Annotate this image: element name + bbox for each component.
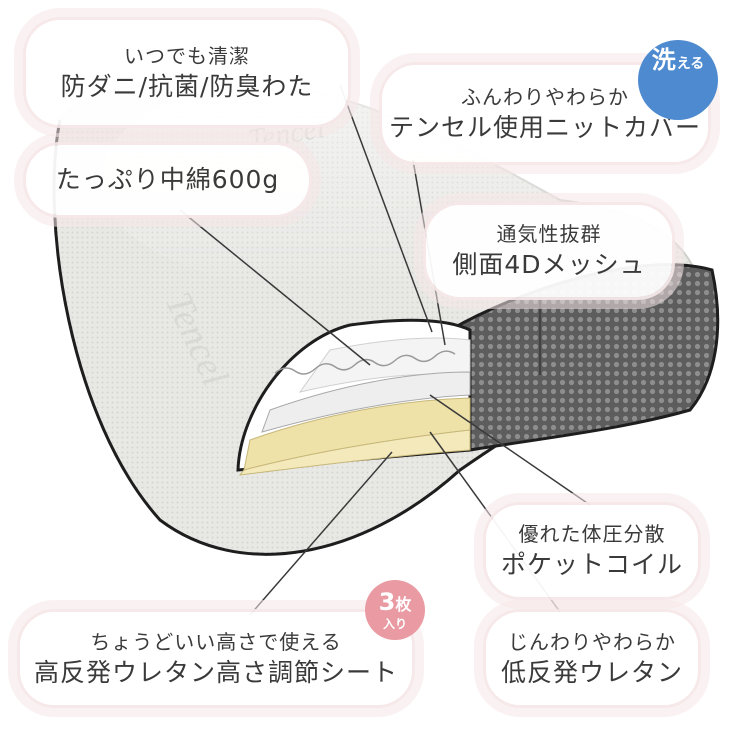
sheet-count-unit: 枚 — [395, 594, 412, 614]
callout-line: たっぷり中綿600g — [55, 165, 280, 194]
callout-filling: たっぷり中綿600g — [26, 145, 309, 215]
washable-badge: 洗 える — [638, 40, 718, 120]
callout-line: テンセル使用ニットカバー — [388, 112, 701, 142]
cross-section — [236, 318, 472, 476]
callout-side-mesh: 通気性抜群 側面4Dメッシュ — [426, 205, 672, 297]
callout-pocket-coil: 優れた体圧分散 ポケットコイル — [486, 505, 698, 597]
callout-line: 高反発ウレタン高さ調節シート — [33, 657, 398, 687]
callout-antimite-cotton: いつでも清潔 防ダニ/抗菌/防臭わた — [26, 20, 348, 125]
callout-height-sheet: ちょうどいい高さで使える 高反発ウレタン高さ調節シート — [20, 612, 412, 705]
callout-line: 通気性抜群 — [496, 222, 602, 246]
pocket-coil-layer — [261, 350, 471, 433]
callout-line: じんわりやわらか — [508, 629, 676, 654]
callout-line: 優れた体圧分散 — [518, 522, 666, 546]
sheet-count-sub: 入り — [382, 616, 407, 631]
washable-badge-sub: える — [676, 56, 705, 72]
callout-line: ふんわりやわらか — [461, 84, 629, 109]
callout-line: ポケットコイル — [500, 550, 683, 579]
callout-line: 防ダニ/抗菌/防臭わた — [60, 71, 314, 101]
callout-line: いつでも清潔 — [124, 43, 250, 68]
memory-foam-layer — [238, 429, 471, 476]
callout-line: ちょうどいい高さで使える — [90, 629, 342, 654]
callout-line: 低反発ウレタン — [500, 657, 683, 687]
callout-memory-foam: じんわりやわらか 低反発ウレタン — [486, 612, 698, 705]
sheet-count-badge: 3 枚 入り — [365, 580, 425, 640]
washable-badge-main: 洗 — [651, 46, 676, 74]
sheet-count-number: 3 — [378, 587, 396, 616]
callout-line: 側面4Dメッシュ — [452, 250, 646, 279]
